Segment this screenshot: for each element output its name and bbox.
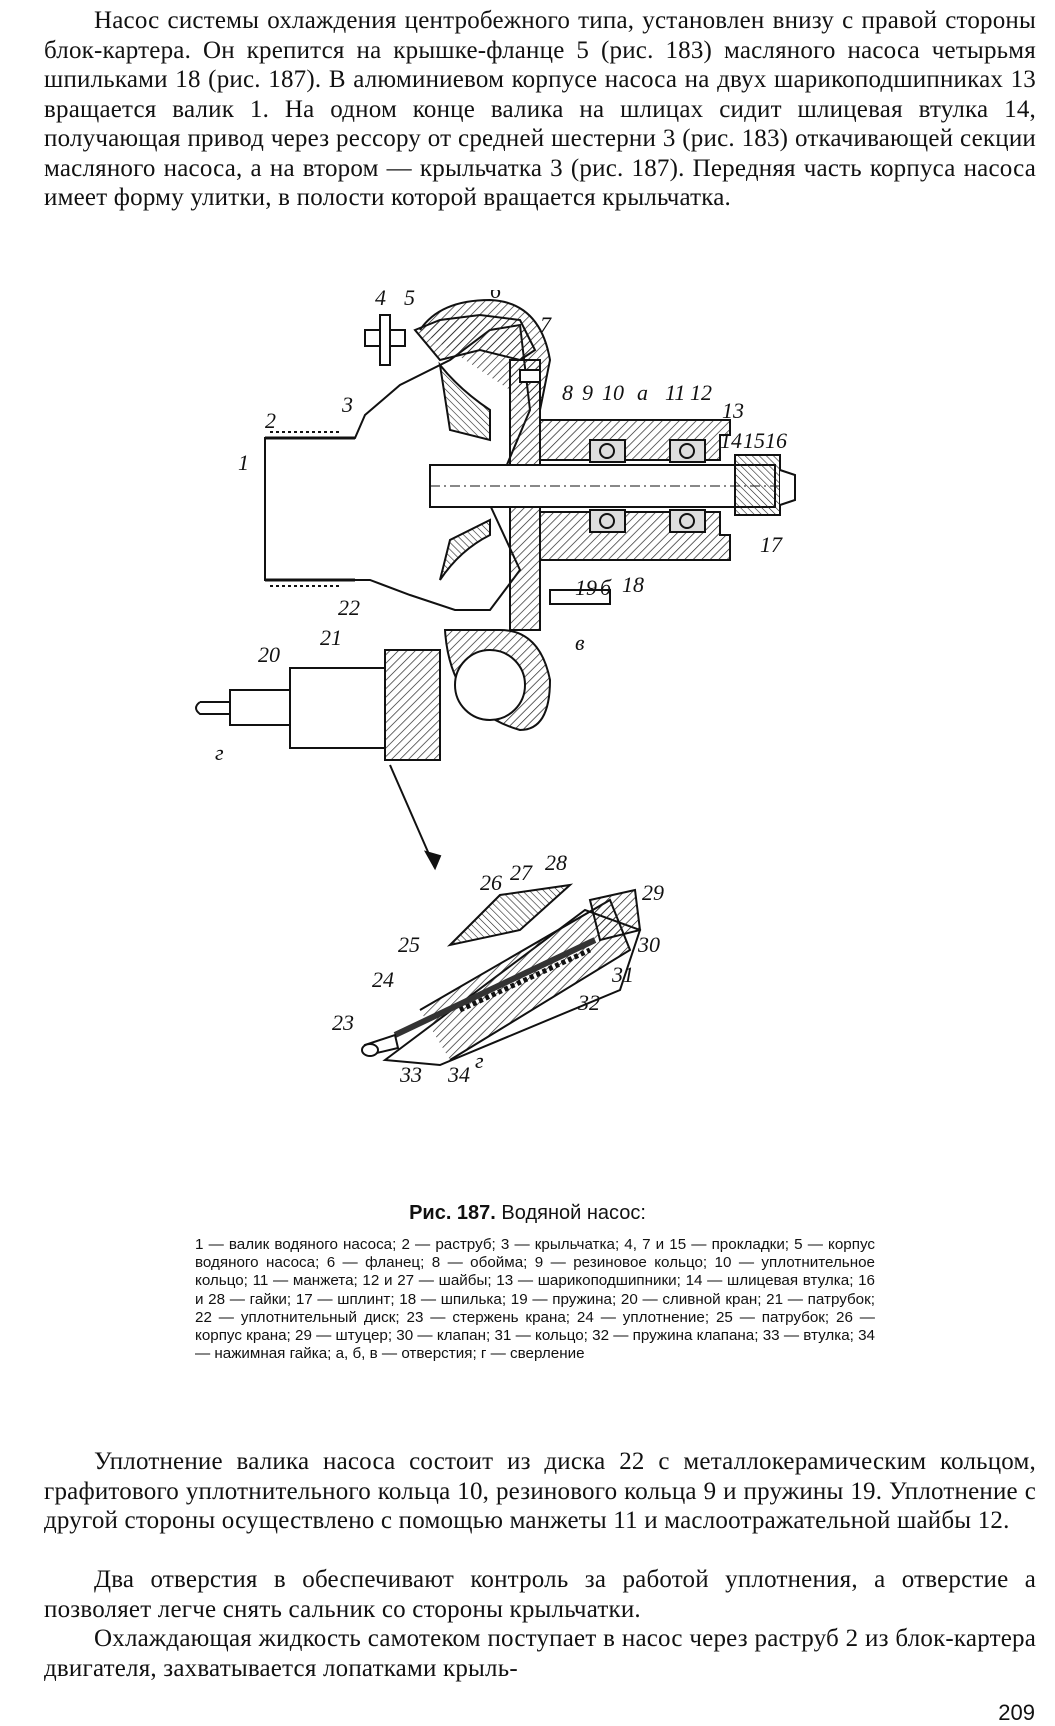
callout-7: 7 [540,312,552,337]
callout-28: 28 [545,850,567,875]
callout-a: а [637,380,648,405]
callout-12: 12 [690,380,712,405]
water-pump-drawing: 4 5 6 7 8 9 10 а 11 12 13 14 15 16 17 18… [190,278,890,1190]
callout-5: 5 [404,290,415,310]
callout-6: 6 [490,290,501,303]
callout-23: 23 [332,1010,354,1035]
callouts-detail: 26 27 28 29 25 30 24 31 32 23 33 г 34 [332,850,664,1087]
callout-26: 26 [480,870,502,895]
callout-v: в [575,630,585,655]
callout-17: 17 [760,532,783,557]
callout-16: 16 [765,428,787,453]
callout-11: 11 [665,380,685,405]
callout-g: г [215,740,224,765]
body-paragraph-4: Охлаждающая жидкость самотеком поступает… [44,1625,1036,1682]
callout-30: 30 [637,932,660,957]
callout-29: 29 [642,880,664,905]
callout-19: 19 [575,575,597,600]
body-paragraph-3: Два отверстия в обеспечивают контроль за… [44,1566,1036,1623]
callout-24: 24 [372,967,394,992]
callout-34: 34 [447,1062,470,1087]
callout-b: б [600,575,612,600]
body-paragraph-2: Уплотнение валика насоса состоит из диск… [44,1448,1036,1534]
callout-14: 14 [720,428,742,453]
callout-27: 27 [510,860,533,885]
callout-3: 3 [341,392,353,417]
callout-13: 13 [722,398,744,423]
callouts-main: 4 5 6 7 8 9 10 а 11 12 13 14 15 16 17 18… [215,278,787,765]
callout-25: 25 [398,932,420,957]
callout-10: 10 [602,380,624,405]
figure-caption: Рис. 187. Водяной насос: [0,1202,1055,1225]
callout-2: 2 [265,408,276,433]
callout-8: 8 [562,380,573,405]
callout-20: 20 [258,642,280,667]
callout-18: 18 [622,572,644,597]
figure-caption-title: Водяной насос: [501,1202,646,1224]
callout-g-detail: 33 [399,1062,422,1087]
callout-33: г [475,1048,484,1073]
callout-1: 1 [238,450,249,475]
callout-15: 15 [743,428,765,453]
callout-32: 32 [577,990,600,1015]
figure-legend: 1 — валик водяного насоса; 2 — раструб; … [195,1236,875,1363]
body-paragraph-1: Насос системы охлаждения центробежного т… [44,7,1036,211]
callout-31: 31 [611,962,634,987]
callout-9: 9 [582,380,593,405]
figure-caption-label: Рис. 187. [409,1202,496,1224]
callout-4: 4 [375,290,386,310]
callout-21: 21 [320,625,342,650]
drain-cock-detail [361,883,642,1067]
page-number: 209 [998,1700,1035,1725]
water-pump-illustration: 4 5 6 7 8 9 10 а 11 12 13 14 15 16 17 18… [195,278,796,1087]
callout-22: 22 [338,595,360,620]
pump-main-view [195,298,796,871]
